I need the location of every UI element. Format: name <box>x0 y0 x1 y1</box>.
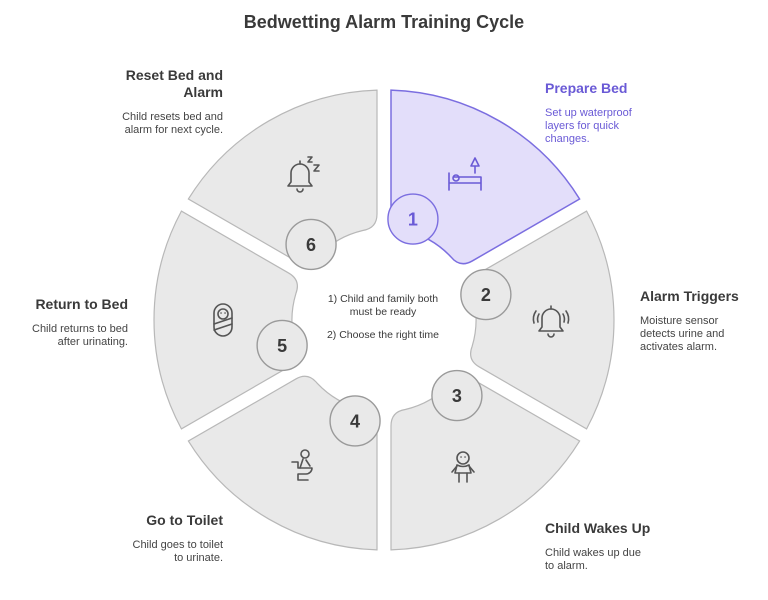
step-4-label: Go to Toilet Child goes to toilet to uri… <box>73 512 224 565</box>
swaddled-baby-icon <box>213 303 233 337</box>
child-icon <box>451 451 475 483</box>
step-6-badge: 6 <box>285 218 337 271</box>
step-4-description: Child goes to toilet to urinate. <box>132 539 224 564</box>
step-4-title: Go to Toilet <box>146 512 223 528</box>
step-5-description: Child returns to bed after urinating. <box>32 323 128 348</box>
step-3-badge-circle <box>431 369 483 422</box>
center-note-2: 2) Choose the right time <box>326 329 440 341</box>
step-3-description: Child wakes up due to alarm. <box>545 547 642 572</box>
step-5-title: Return to Bed <box>35 296 128 312</box>
center-note-1: 1) Child and family both must be ready <box>327 293 439 318</box>
step-1-title: Prepare Bed <box>545 80 628 96</box>
step-5-label: Return to Bed Child returns to bed after… <box>8 296 128 349</box>
step-5-badge-circle <box>256 319 308 372</box>
step-2-badge-circle <box>460 268 512 321</box>
step-6-label: Reset Bed and Alarm Child resets bed and… <box>100 67 223 137</box>
step-6-title: Reset Bed and Alarm <box>125 67 223 100</box>
step-4-badge-circle <box>329 395 381 447</box>
step-3-label: Child Wakes Up Child wakes up due to ala… <box>545 520 695 573</box>
center-notes: 1) Child and family both must be ready 2… <box>323 293 443 352</box>
bed-lamp-icon <box>448 157 482 191</box>
step-1-badge: 1 <box>387 193 439 245</box>
sleeping-bell-icon <box>287 156 320 193</box>
step-6-description: Child resets bed and alarm for next cycl… <box>122 111 223 136</box>
ringing-bell-icon <box>532 305 570 338</box>
step-1-number: 1 <box>408 210 418 230</box>
step-3-badge: 3 <box>431 369 483 422</box>
step-1-badge-circle <box>387 193 439 245</box>
step-3-title: Child Wakes Up <box>545 520 651 536</box>
step-2-title: Alarm Triggers <box>640 288 739 304</box>
step-2-number: 2 <box>481 285 491 305</box>
step-2-badge: 2 <box>460 268 512 321</box>
step-1-description: Set up waterproof layers for quick chang… <box>545 107 632 145</box>
step-4-number: 4 <box>350 411 360 431</box>
toilet-icon <box>291 449 313 481</box>
step-5-badge: 5 <box>256 319 308 372</box>
step-1-label: Prepare Bed Set up waterproof layers for… <box>545 80 695 146</box>
step-5-number: 5 <box>277 336 287 356</box>
step-6-badge-circle <box>285 218 337 271</box>
step-2-label: Alarm Triggers Moisture sensor detects u… <box>640 288 765 354</box>
step-2-description: Moisture sensor detects urine and activa… <box>640 315 725 353</box>
step-4-badge: 4 <box>329 395 381 447</box>
step-6-number: 6 <box>306 235 316 255</box>
diagram-title: Bedwetting Alarm Training Cycle <box>243 12 525 32</box>
step-3-number: 3 <box>452 386 462 406</box>
